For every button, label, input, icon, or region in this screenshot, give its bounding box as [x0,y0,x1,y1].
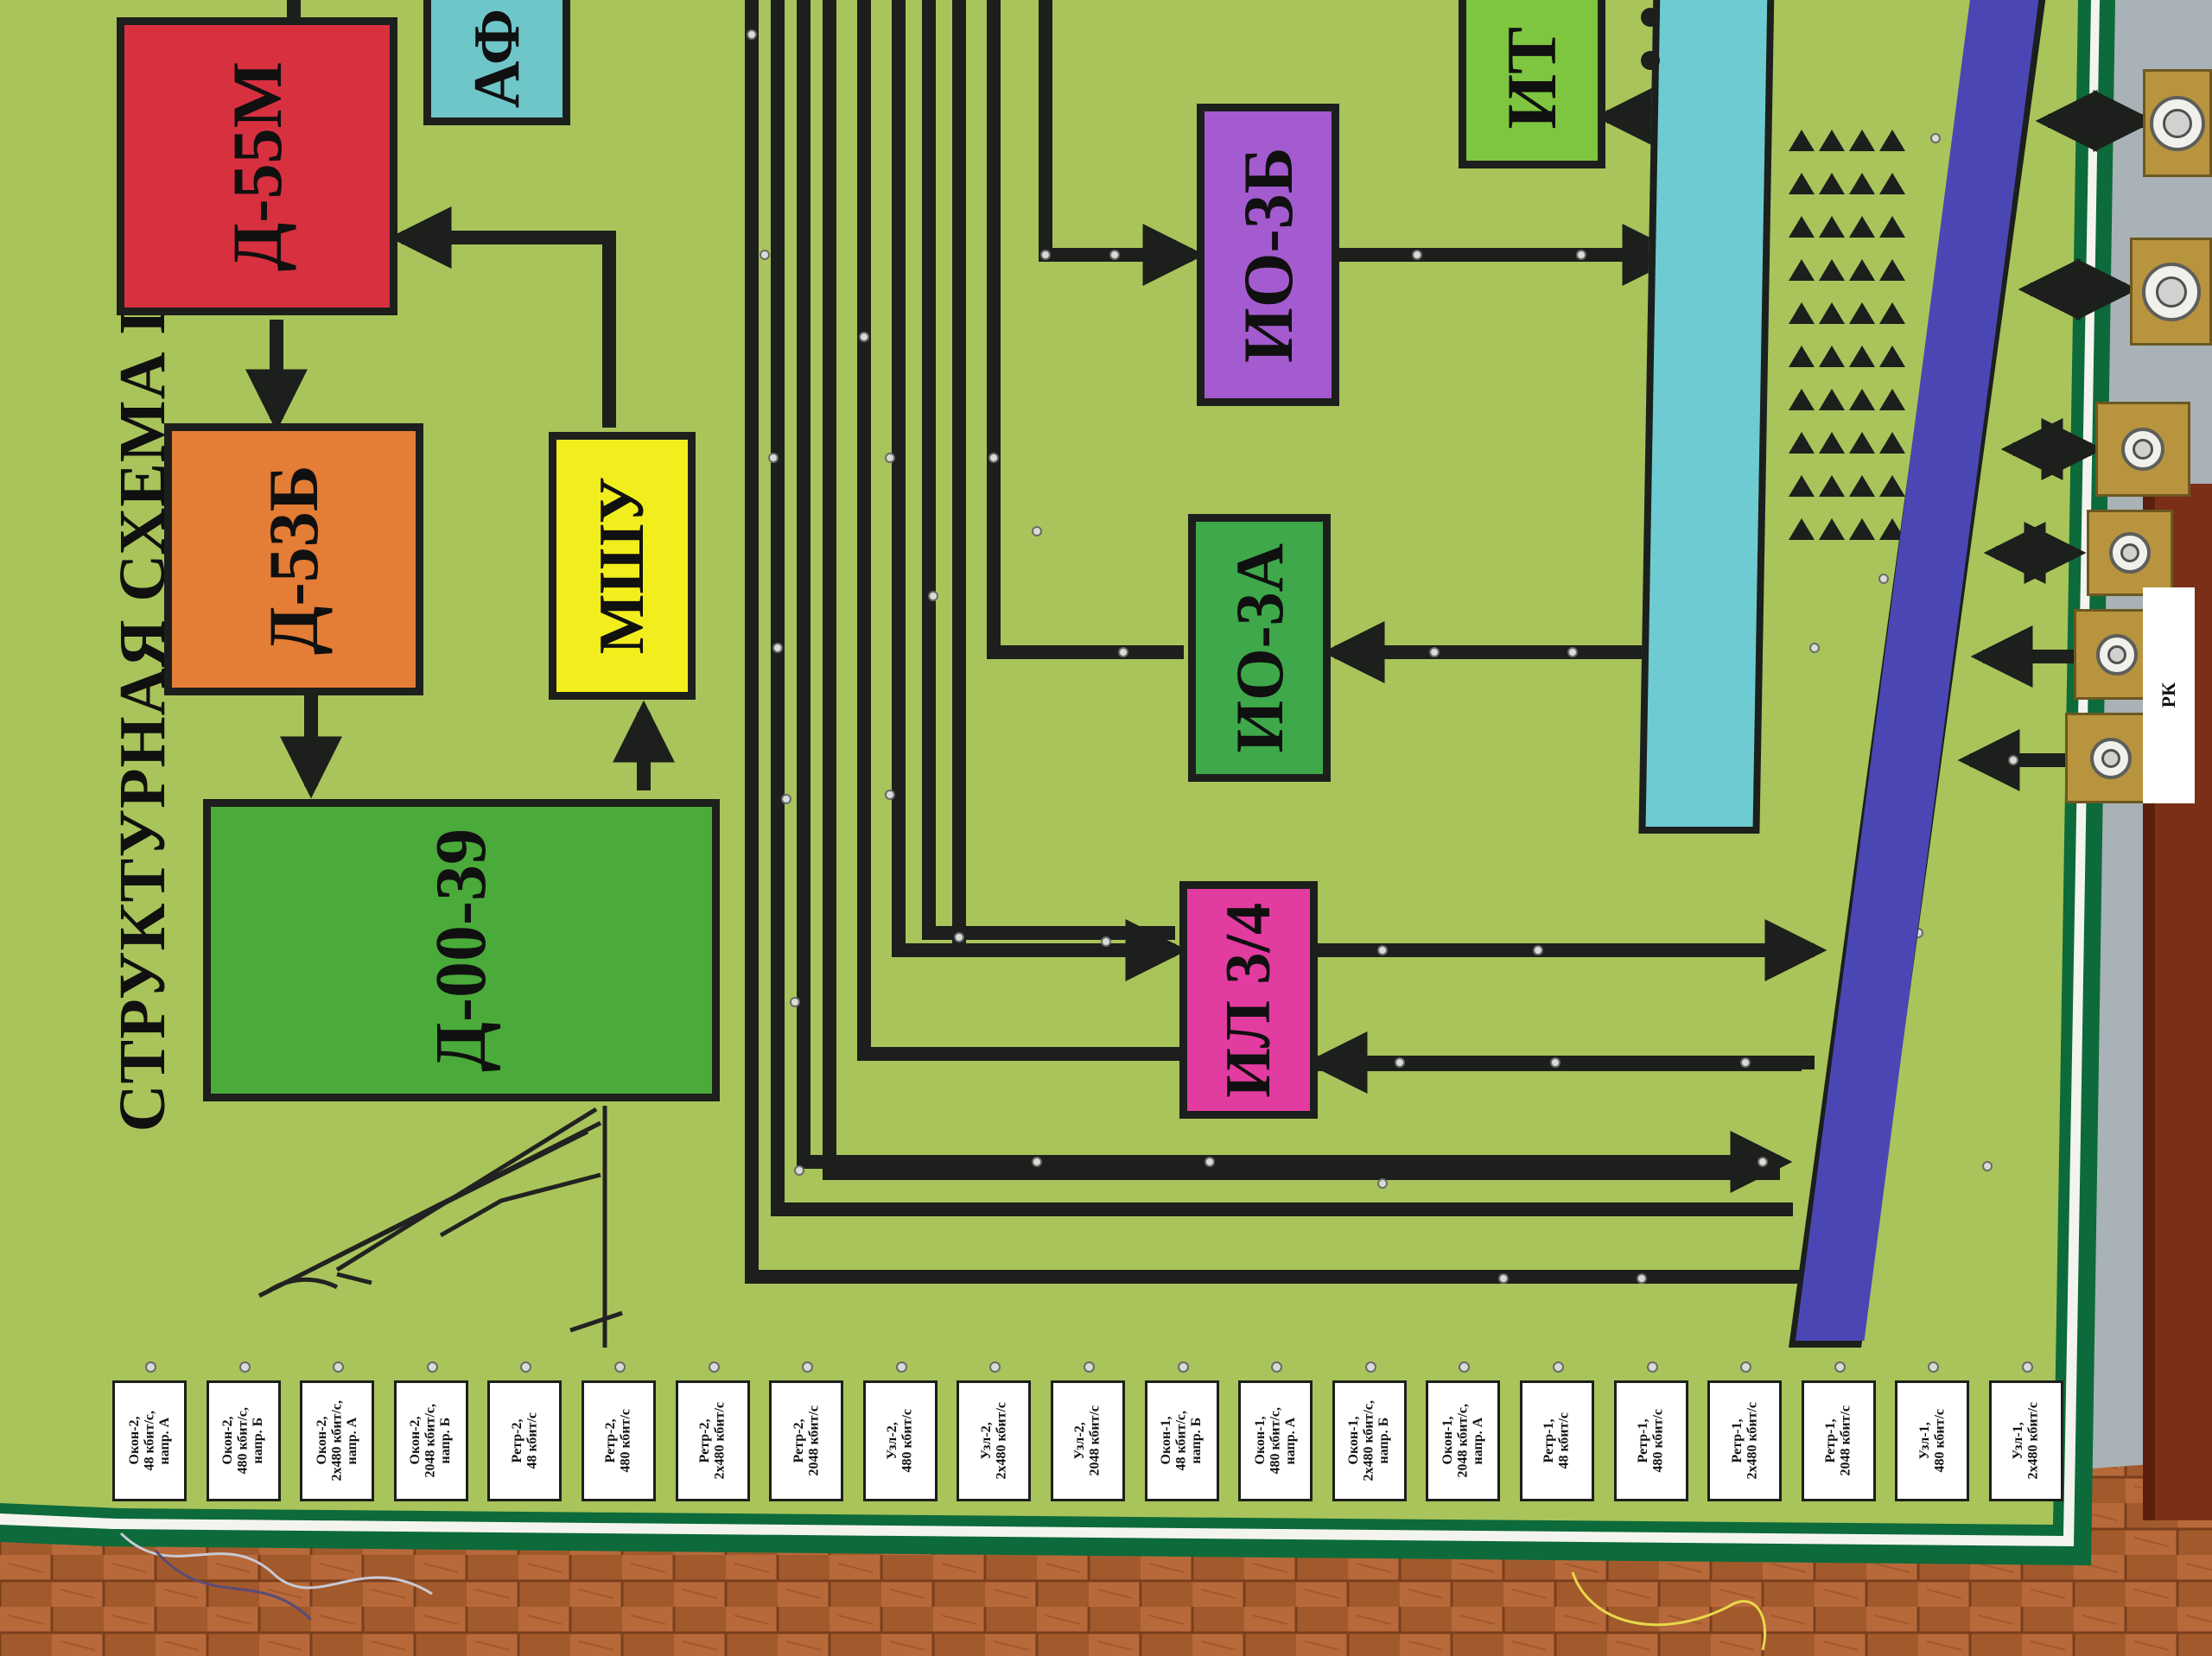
port-card-label: Окон-2, 2048 кбит/с, напр. Б [408,1404,454,1478]
block-d55m-label: Д-55М [217,60,296,272]
card-rivet [989,1361,1001,1373]
rk-label: РК [2143,587,2195,803]
card-rivet [1834,1361,1846,1373]
pantograph-drawing [257,1106,623,1348]
block-it-label: ИТ [1492,26,1571,130]
card-rivet [1459,1361,1471,1373]
port-card-label: Ретр-2, 2х480 кбит/с [697,1402,728,1480]
port-card-label: Ретр-2, 480 кбит/с [603,1409,633,1473]
port-card: Ретр-2, 48 кбит/с [487,1380,563,1501]
port-card: Окон-2, 48 кбит/с, напр. А [112,1380,187,1501]
block-io3a: ИО-3А [1188,514,1331,782]
card-rivet [333,1361,345,1373]
port-4 [2087,510,2173,596]
block-d55m: Д-55М [117,17,397,315]
port-card: Ретр-1, 480 кбит/с [1613,1380,1688,1501]
port-card-label: Ретр-1, 48 кбит/с [1541,1412,1572,1469]
card-rivet [1928,1361,1940,1373]
card-rivet [1646,1361,1658,1373]
string-on-floor [119,1532,433,1621]
port-card: Узл-2, 2048 кбит/с [1051,1380,1125,1501]
port-card-label: Ретр-1, 480 кбит/с [1636,1409,1666,1473]
port-card: Ретр-1, 48 кбит/с [1520,1380,1594,1501]
card-rivet [802,1361,814,1373]
card-rivet [145,1361,156,1373]
port-card-label: Узл-2, 480 кбит/с [885,1409,915,1473]
port-card: Ретр-2, 2х480 кбит/с [675,1380,750,1501]
port-card-label: Ретр-2, 48 кбит/с [509,1412,540,1469]
card-rivet [520,1361,532,1373]
block-il34-label: ИЛ 3/4 [1213,902,1284,1098]
port-card: Окон-1, 480 кбит/с, напр. А [1238,1380,1313,1501]
port-card: Узл-2, 2х480 кбит/с [957,1380,1032,1501]
port-card: Ретр-1, 2х480 кбит/с [1707,1380,1783,1501]
port-6 [2065,713,2156,803]
port-card: Узл-1, 480 кбит/с [1895,1380,1970,1501]
port-card: Окон-2, 2х480 кбит/с, напр. А [300,1380,375,1501]
port-card: Окон-1, 48 кбит/с, напр. Б [1144,1380,1219,1501]
port-card: Окон-1, 2х480 кбит/с, напр. Б [1332,1380,1407,1501]
port-card-label: Узл-2, 2х480 кбит/с [978,1402,1009,1480]
port-card-label: Окон-1, 2048 кбит/с, напр. А [1440,1404,1486,1478]
block-io3a-label: ИО-3А [1221,542,1297,753]
card-rivet [614,1361,626,1373]
block-d53b-label: Д-53Б [254,464,333,655]
block-af-label: АФ [461,8,533,109]
block-il34: ИЛ 3/4 [1179,881,1318,1119]
block-io3b-label: ИО-3Б [1228,146,1307,364]
port-card-label: Ретр-1, 2х480 кбит/с [1729,1402,1760,1480]
card-rivet [1271,1361,1283,1373]
port-card: Ретр-2, 2048 кбит/с [769,1380,844,1501]
block-it: ИТ [1459,0,1605,168]
card-rivet [708,1361,720,1373]
port-card-label: Окон-1, 48 кбит/с, напр. Б [1159,1411,1205,1471]
port-card: Ретр-2, 480 кбит/с [582,1380,656,1501]
card-rivet [238,1361,251,1373]
port-card-label: Окон-1, 480 кбит/с, напр. А [1252,1407,1298,1475]
ellipsis-dots [1641,8,1660,70]
block-d0039: Д-00-39 [203,799,720,1101]
port-card-label: Узл-1, 2х480 кбит/с [2011,1402,2041,1480]
block-mshu-label: МШУ [587,477,658,655]
port-card-label: Окон-2, 480 кбит/с, напр. Б [220,1407,266,1475]
port-1 [2143,69,2212,177]
card-rivet [1740,1361,1752,1373]
port-card-label: Окон-1, 2х480 кбит/с, напр. Б [1346,1400,1392,1482]
cyan-bus [1638,0,1775,834]
port-card-label: Окон-2, 2х480 кбит/с, напр. А [314,1400,359,1482]
port-card: Узл-1, 2х480 кбит/с [1989,1380,2063,1501]
card-rivet [1553,1361,1564,1373]
card-rivet [1084,1361,1095,1373]
port-card: Окон-2, 480 кбит/с, напр. Б [206,1380,281,1501]
port-card: Окон-2, 2048 кбит/с, напр. Б [393,1380,468,1501]
port-card: Ретр-1, 2048 кбит/с [1801,1380,1876,1501]
port-card: Узл-2, 480 кбит/с [862,1380,938,1501]
block-mshu: МШУ [549,432,696,700]
port-card-label: Ретр-1, 2048 кбит/с [1823,1405,1853,1476]
card-rivet [2022,1361,2033,1373]
port-3 [2095,402,2190,497]
port-2 [2130,238,2212,346]
port-card-label: Узл-1, 480 кбит/с [1916,1409,1948,1473]
yellow-string [1571,1571,1767,1651]
block-io3b: ИО-3Б [1197,104,1339,406]
port-card-label: Окон-2, 48 кбит/с, напр. А [126,1411,172,1471]
port-card-label: Ретр-2, 2048 кбит/с [791,1405,822,1476]
port-card-label: Узл-2, 2048 кбит/с [1072,1405,1103,1476]
block-d53b: Д-53Б [164,423,423,695]
card-rivet [1364,1361,1376,1373]
port-card: Окон-1, 2048 кбит/с, напр. А [1426,1380,1501,1501]
block-d0039-label: Д-00-39 [421,828,501,1072]
card-rivet [895,1361,907,1373]
block-af: АФ [423,0,570,125]
card-rivet [426,1361,438,1373]
card-rivet [1177,1361,1189,1373]
